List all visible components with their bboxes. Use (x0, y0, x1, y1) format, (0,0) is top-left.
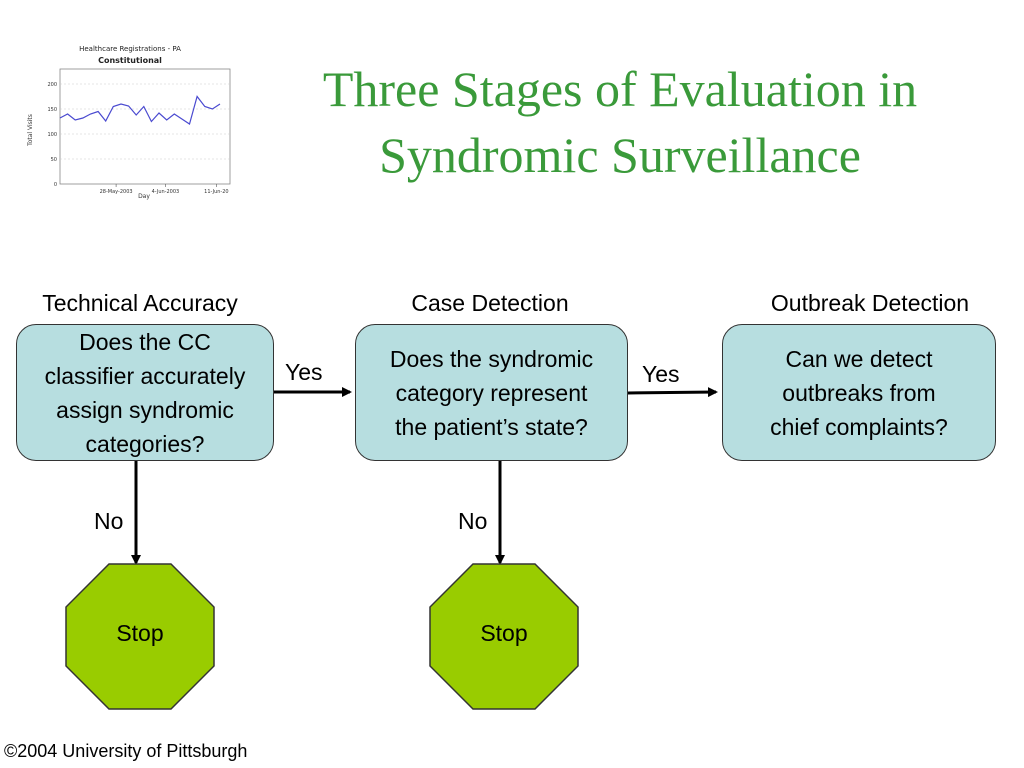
no-label-2: No (458, 508, 488, 534)
thumbnail-ytick-label: 0 (54, 182, 57, 188)
question-box-outbreak-detection: Can we detect outbreaks from chief compl… (722, 324, 996, 461)
thumbnail-plot-area (59, 68, 231, 185)
question-text-technical-accuracy: Does the CC classifier accurately assign… (44, 328, 246, 457)
stop-label-2: Stop (480, 620, 528, 646)
thumbnail-ytick-label: 200 (47, 82, 57, 88)
yes-label-1: Yes (285, 359, 323, 385)
stop-octagon-1 (65, 563, 215, 710)
question-box-case-detection: Does the syndromic category represent th… (355, 324, 628, 461)
thumbnail-ytick-label: 50 (51, 157, 57, 163)
slide-title: Three Stages of Evaluation in Syndromic … (240, 56, 1000, 188)
thumbnail-ytick-label: 100 (47, 132, 57, 138)
stage-heading-case-detection: Case Detection (411, 290, 569, 316)
thumbnail-xlabel: Day (138, 193, 150, 200)
stage-heading-outbreak-detection: Outbreak Detection (770, 290, 970, 316)
thumbnail-ytick-label: 150 (47, 107, 57, 113)
copyright-footer: ©2004 University of Pittsburgh (4, 741, 248, 761)
stop-label-1: Stop (116, 620, 164, 646)
question-text-outbreak-detection: Can we detect outbreaks from chief compl… (770, 345, 948, 440)
thumbnail-series-line (59, 95, 221, 125)
question-text-case-detection: Does the syndromic category represent th… (389, 345, 594, 440)
question-box-technical-accuracy: Does the CC classifier accurately assign… (16, 324, 274, 461)
thumbnail-chart: Healthcare Registrations - PA Constituti… (27, 45, 231, 200)
stage-heading-technical-accuracy: Technical Accuracy (42, 290, 238, 316)
thumbnail-xtick-label: 28-May-2003 (100, 189, 133, 195)
no-label-1: No (94, 508, 124, 534)
yes-arrow-2 (627, 387, 718, 398)
thumbnail-title: Healthcare Registrations - PA (79, 45, 181, 53)
thumbnail-subtitle: Constitutional (98, 56, 162, 65)
thumbnail-ylabel: Total Visits (27, 114, 34, 147)
stop-octagon-2 (429, 563, 579, 710)
thumbnail-xtick-label: 4-Jun-2003 (152, 189, 180, 195)
slide-title-line-1: Three Stages of Evaluation in (322, 61, 918, 117)
thumbnail-xtick-label: 11-Jun-20 (204, 189, 228, 195)
yes-label-2: Yes (642, 361, 680, 387)
slide-title-line-2: Syndromic Surveillance (379, 127, 861, 183)
